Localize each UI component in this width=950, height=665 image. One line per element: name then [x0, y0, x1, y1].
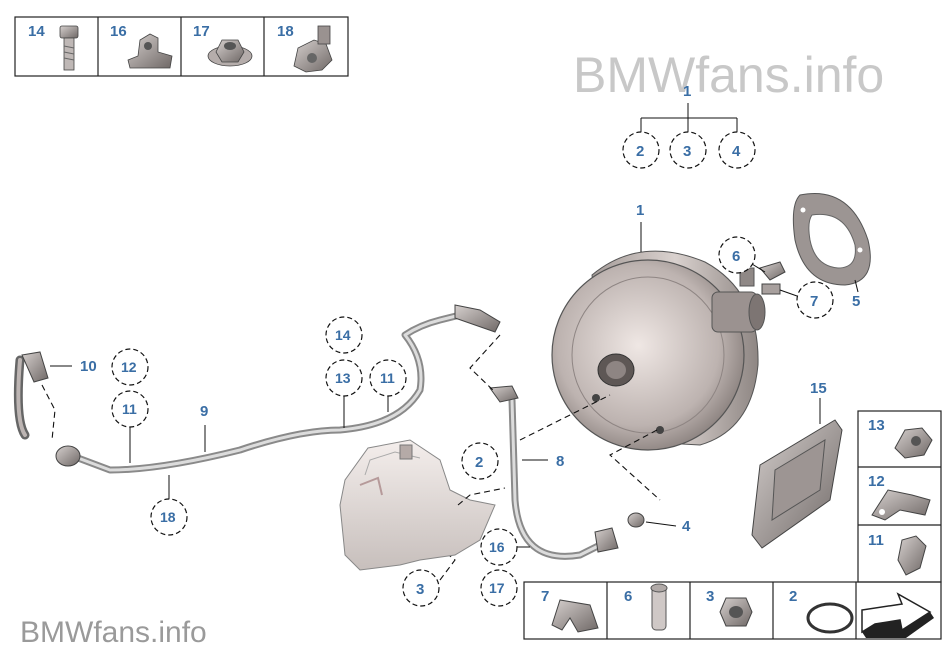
side-box-label-1: 13	[868, 417, 885, 434]
bottom-box-label-1: 7	[541, 588, 549, 605]
side-parts-box: 13 12 11	[857, 410, 942, 583]
left-callouts: 12 11 18	[111, 348, 188, 536]
tree-parent-label: 1	[683, 83, 691, 100]
pushrod-pin-label: 7	[810, 293, 818, 310]
booster-label: 1	[636, 202, 644, 219]
bottom-box-label-3: 3	[706, 588, 714, 605]
ring-left-label: 2	[475, 454, 483, 471]
side-box-label-2: 12	[868, 473, 885, 490]
c13-label: 13	[335, 370, 351, 386]
grommet-group: 2 4	[461, 442, 691, 535]
bottom-box-label-4: 2	[789, 588, 797, 605]
top-parts-box: 14 16 17 18	[14, 16, 349, 77]
hose-right-label: 8	[556, 453, 564, 470]
top-box-label-2: 16	[110, 23, 127, 40]
grommet-label: 4	[682, 518, 691, 535]
clip17-label: 17	[489, 580, 505, 596]
pushrod-clip-group: 6 7	[718, 236, 834, 319]
c11-mid-label: 11	[380, 370, 395, 386]
tree-child-2: 2	[636, 143, 644, 160]
hose-end-label: 10	[80, 358, 97, 375]
watermark-bottom: BMWfans.info	[20, 616, 207, 649]
brake-booster: 1	[551, 202, 766, 451]
gasket-label: 5	[852, 293, 860, 310]
bottom-box-label-2: 6	[624, 588, 632, 605]
bracket-label: 15	[810, 380, 827, 397]
reservoir-tank	[339, 439, 506, 571]
forward-arrow-icon	[861, 592, 934, 638]
vacuum-hose-main: 9 10	[13, 304, 501, 474]
watermark-top: BMWfans.info	[573, 47, 884, 103]
vacuum-hose-right: 8	[469, 334, 661, 560]
top-box-label-3: 17	[193, 23, 210, 40]
top-box-label-4: 18	[277, 23, 294, 40]
nut3-label: 3	[416, 581, 424, 598]
tree-child-3: 3	[683, 143, 691, 160]
bracket-clip-part	[127, 33, 173, 69]
mounting-bracket: 15	[751, 380, 843, 549]
bottom-parts-box: 7 6 3 2	[523, 581, 942, 640]
lower-callouts: 16 17 3	[402, 528, 530, 607]
side-box-label-3: 11	[868, 532, 884, 549]
pushrod-clip-label: 6	[732, 248, 740, 265]
c14-label: 14	[335, 327, 351, 343]
assembly-tree: 1 2 3 4	[622, 83, 756, 169]
flange-nut-part	[207, 39, 253, 67]
c18-label: 18	[160, 509, 176, 525]
tree-child-4: 4	[732, 143, 741, 160]
hose-main-label: 9	[200, 403, 208, 420]
bolt-part	[59, 25, 79, 71]
c12-label: 12	[121, 359, 137, 375]
c11-left-label: 11	[122, 401, 137, 417]
clip16-label: 16	[489, 539, 505, 555]
hose-holder-part	[293, 25, 333, 73]
middle-callouts: 14 13 11	[325, 316, 407, 428]
gasket-part: 5	[792, 193, 871, 310]
top-box-label-1: 14	[28, 23, 45, 40]
